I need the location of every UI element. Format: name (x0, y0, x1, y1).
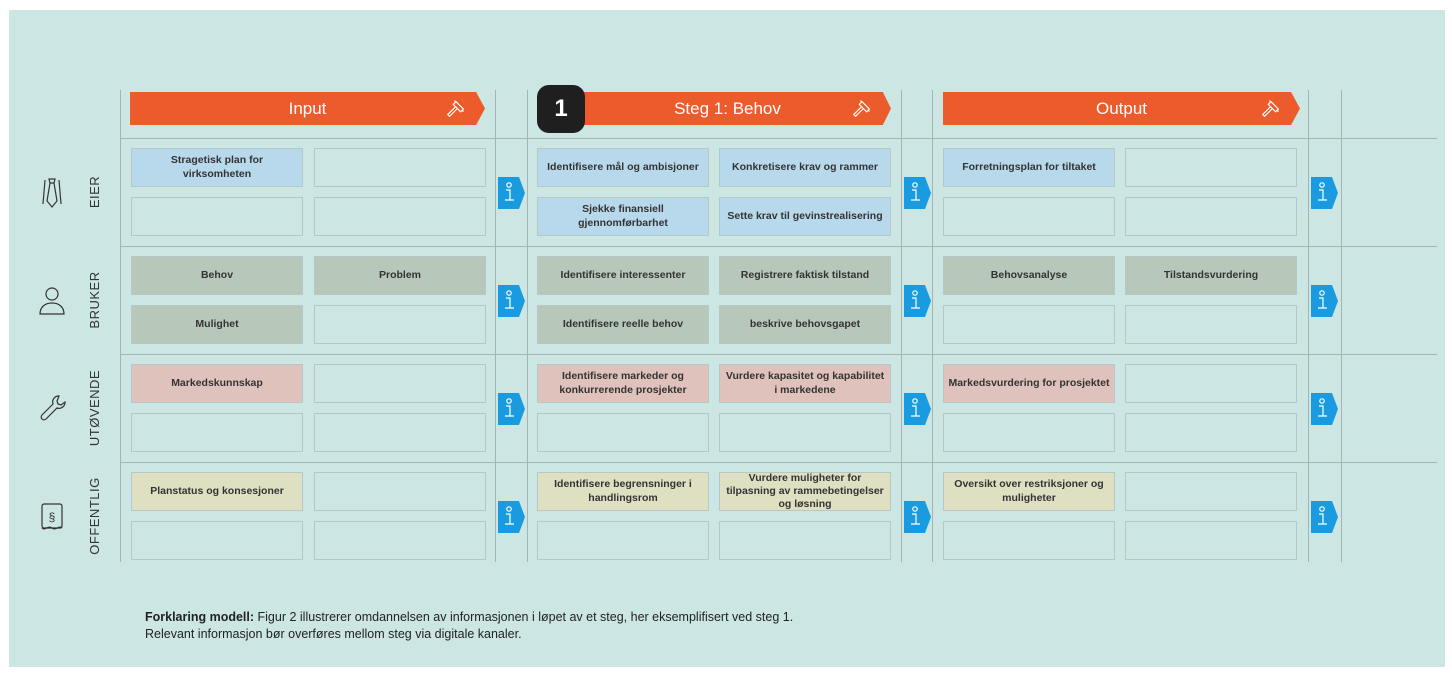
gavel-icon (446, 100, 465, 118)
info-arrow-icon[interactable] (904, 501, 931, 533)
row-label-utovende: UTØVENDE (86, 369, 102, 447)
activity-cell-utovende-step: Identifisere markeder og konkurrerende p… (537, 364, 709, 403)
activity-cell-utovende-input: Markedskunnskap (131, 364, 303, 403)
empty-cell-eier-input (314, 197, 486, 236)
legend-bold: Forklaring modell: (145, 610, 255, 624)
empty-cell-offentlig-input (314, 472, 486, 511)
info-arrow-icon[interactable] (498, 501, 525, 533)
header-input-label: Input (288, 98, 327, 118)
empty-cell-bruker-output (1125, 305, 1297, 344)
info-arrow-icon[interactable] (1311, 393, 1338, 425)
activity-cell-bruker-output: Behovsanalyse (943, 256, 1115, 295)
empty-cell-eier-output (1125, 197, 1297, 236)
empty-cell-offentlig-step (719, 521, 891, 560)
activity-cell-bruker-step: Registrere faktisk tilstand (719, 256, 891, 295)
person-icon (39, 287, 65, 315)
empty-cell-utovende-input (131, 413, 303, 452)
wrench-icon (40, 395, 66, 421)
empty-cell-utovende-output (1125, 413, 1297, 452)
info-arrow-icon[interactable] (498, 393, 525, 425)
activity-cell-bruker-step: Identifisere interessenter (537, 256, 709, 295)
info-arrow-icon[interactable] (1311, 177, 1338, 209)
grid-line (120, 90, 121, 562)
header-input: Input (130, 92, 485, 125)
info-arrow-icon[interactable] (498, 177, 525, 209)
paragraph-scroll-icon: § (41, 503, 63, 530)
activity-cell-eier-step: Konkretisere krav og rammer (719, 148, 891, 187)
grid-line (1308, 90, 1309, 562)
empty-cell-offentlig-input (314, 521, 486, 560)
activity-cell-utovende-output: Markedsvurdering for prosjektet (943, 364, 1115, 403)
activity-cell-bruker-input: Problem (314, 256, 486, 295)
svg-text:§: § (49, 510, 56, 524)
header-output: Output (943, 92, 1300, 125)
activity-cell-eier-step: Sette krav til gevinstrealisering (719, 197, 891, 236)
info-arrow-icon[interactable] (904, 393, 931, 425)
empty-cell-bruker-input (314, 305, 486, 344)
row-label-bruker: BRUKER (86, 271, 102, 329)
empty-cell-offentlig-input (131, 521, 303, 560)
empty-cell-utovende-input (314, 364, 486, 403)
empty-cell-offentlig-output (1125, 472, 1297, 511)
grid-line (1341, 90, 1342, 562)
info-arrow-icon[interactable] (1311, 285, 1338, 317)
header-step: Steg 1: Behov (564, 92, 891, 125)
empty-cell-eier-output (1125, 148, 1297, 187)
empty-cell-utovende-step (719, 413, 891, 452)
activity-cell-bruker-step: Identifisere reelle behov (537, 305, 709, 344)
empty-cell-utovende-output (1125, 364, 1297, 403)
activity-cell-bruker-input: Mulighet (131, 305, 303, 344)
activity-cell-offentlig-step: Vurdere muligheter for tilpasning av ram… (719, 472, 891, 511)
activity-cell-eier-step: Sjekke finansiell gjennomførbarhet (537, 197, 709, 236)
grid-line (901, 90, 902, 562)
empty-cell-eier-output (943, 197, 1115, 236)
row-label-offentlig: OFFENTLIG (86, 477, 102, 555)
activity-cell-eier-input: Stragetisk plan for virksomheten (131, 148, 303, 187)
empty-cell-offentlig-step (537, 521, 709, 560)
tie-icon (42, 178, 62, 208)
empty-cell-bruker-output (943, 305, 1115, 344)
gavel-icon (1261, 100, 1280, 118)
info-arrow-icon[interactable] (1311, 501, 1338, 533)
grid-line (120, 354, 1437, 355)
grid-line (932, 90, 933, 562)
info-arrow-icon[interactable] (904, 285, 931, 317)
legend-line1: Figur 2 illustrerer omdannelsen av infor… (254, 610, 794, 624)
grid-line (527, 90, 528, 562)
empty-cell-utovende-step (537, 413, 709, 452)
grid-line (120, 246, 1437, 247)
step-number-badge: 1 (537, 85, 585, 133)
empty-cell-offentlig-output (943, 521, 1115, 560)
info-arrow-icon[interactable] (498, 285, 525, 317)
info-arrow-icon[interactable] (904, 177, 931, 209)
activity-cell-offentlig-output: Oversikt over restriksjoner og mulighete… (943, 472, 1115, 511)
header-step-label: Steg 1: Behov (674, 98, 781, 118)
empty-cell-utovende-output (943, 413, 1115, 452)
grid-line (120, 462, 1437, 463)
empty-cell-utovende-input (314, 413, 486, 452)
empty-cell-eier-input (314, 148, 486, 187)
activity-cell-eier-step: Identifisere mål og ambisjoner (537, 148, 709, 187)
empty-cell-offentlig-output (1125, 521, 1297, 560)
legend-line2: Relevant informasjon bør overføres mello… (145, 626, 522, 641)
activity-cell-offentlig-step: Identifisere begrensninger i handlingsro… (537, 472, 709, 511)
activity-cell-bruker-output: Tilstandsvurdering (1125, 256, 1297, 295)
gavel-icon (852, 100, 871, 118)
activity-cell-offentlig-input: Planstatus og konsesjoner (131, 472, 303, 511)
activity-cell-bruker-input: Behov (131, 256, 303, 295)
row-label-eier: EIER (86, 175, 102, 209)
activity-cell-utovende-step: Vurdere kapasitet og kapabilitet i marke… (719, 364, 891, 403)
legend: Forklaring modell: Figur 2 illustrerer o… (145, 609, 793, 643)
header-output-label: Output (1095, 98, 1148, 118)
grid-line (495, 90, 496, 562)
empty-cell-eier-input (131, 197, 303, 236)
activity-cell-eier-output: Forretningsplan for tiltaket (943, 148, 1115, 187)
grid-line (120, 138, 1437, 139)
activity-cell-bruker-step: beskrive behovsgapet (719, 305, 891, 344)
